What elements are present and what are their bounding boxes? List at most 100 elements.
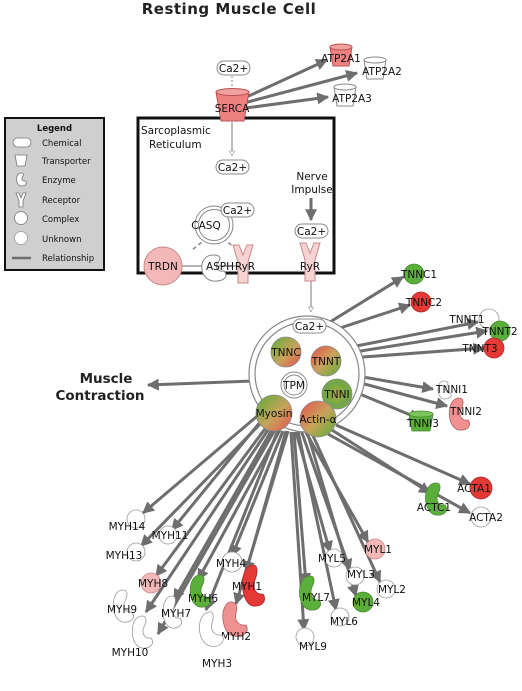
node-tnnt[interactable]: TNNT bbox=[310, 345, 342, 377]
node-myh14-label: MYH14 bbox=[109, 521, 146, 533]
node-atp2a3[interactable]: ATP2A3 bbox=[332, 83, 372, 107]
nerve-label-line1: Nerve bbox=[296, 171, 327, 183]
node-asph[interactable]: ASPH bbox=[201, 254, 234, 282]
node-tnni2-label: TNNI2 bbox=[449, 406, 482, 418]
node-casq-label: CASQ bbox=[191, 220, 220, 232]
node-asph-label: ASPH bbox=[206, 261, 234, 273]
node-ca-complex[interactable]: Ca2+ bbox=[292, 318, 327, 334]
edge-myh7 bbox=[172, 425, 276, 602]
node-myl9[interactable]: MYL9 bbox=[295, 627, 327, 653]
node-tnnt3-label: TNNT3 bbox=[461, 343, 497, 355]
node-myl7[interactable]: MYL7 bbox=[299, 575, 331, 611]
edge-myh10 bbox=[144, 423, 274, 613]
node-myl4[interactable]: MYL4 bbox=[352, 591, 380, 613]
node-myl2[interactable]: MYL2 bbox=[376, 579, 406, 599]
node-myosin[interactable]: Myosin bbox=[255, 394, 293, 432]
node-acta1[interactable]: ACTA1 bbox=[457, 476, 493, 500]
edge-serca-atp2a3 bbox=[245, 92, 330, 110]
node-myh7-label: MYH7 bbox=[161, 608, 191, 620]
edge-serca-atp2a1 bbox=[239, 58, 329, 102]
legend-item-unknown: Unknown bbox=[42, 235, 81, 245]
node-myh2[interactable]: MYH2 bbox=[221, 601, 251, 643]
node-myh3-label: MYH3 bbox=[202, 658, 232, 670]
node-myh6[interactable]: MYH6 bbox=[188, 574, 218, 608]
edge-tnnt2 bbox=[347, 326, 489, 355]
legend-item-receptor: Receptor bbox=[42, 196, 81, 206]
node-tnni[interactable]: TNNI bbox=[321, 378, 353, 410]
node-atp2a1[interactable]: ATP2A1 bbox=[321, 43, 361, 67]
legend-enzyme-icon bbox=[16, 172, 27, 187]
node-myh3[interactable]: MYH3 bbox=[198, 611, 232, 670]
node-tnnt3[interactable]: TNNT3 bbox=[461, 337, 505, 359]
node-myh1-label: MYH1 bbox=[232, 581, 262, 593]
edge-serca-atp2a2 bbox=[243, 69, 359, 105]
node-myl4-label: MYL4 bbox=[352, 597, 380, 609]
node-myh10[interactable]: MYH10 bbox=[112, 615, 153, 659]
legend-item-enzyme: Enzyme bbox=[42, 176, 76, 186]
node-myh8-label: MYH8 bbox=[138, 578, 168, 590]
edge-tnni1 bbox=[356, 374, 435, 394]
edge-tnni2 bbox=[356, 380, 449, 410]
node-tnnc2-label: TNNC2 bbox=[405, 297, 442, 309]
node-myl7-label: MYL7 bbox=[302, 592, 330, 604]
node-trdn[interactable]: TRDN bbox=[143, 246, 183, 286]
legend-item-chemical: Chemical bbox=[42, 139, 81, 149]
node-myh8[interactable]: MYH8 bbox=[138, 572, 168, 594]
node-serca[interactable]: SERCA bbox=[215, 88, 250, 122]
node-myl1[interactable]: MYL1 bbox=[364, 538, 392, 560]
node-actin-label: Actin-α bbox=[299, 414, 336, 426]
node-myh11-label: MYH11 bbox=[152, 530, 189, 542]
node-tnnc[interactable]: TNNC bbox=[270, 336, 302, 368]
node-ca-sr[interactable]: Ca2+ bbox=[215, 159, 250, 175]
node-myh4[interactable]: MYH4 bbox=[216, 551, 246, 573]
nerve-label-line2: Impulse bbox=[291, 184, 333, 196]
node-ryr-out-label: RyR bbox=[300, 261, 320, 273]
node-tnnt2[interactable]: TNNT2 bbox=[481, 320, 518, 342]
node-myl6[interactable]: MYL6 bbox=[330, 607, 358, 628]
node-atp2a2[interactable]: ATP2A2 bbox=[362, 56, 402, 80]
node-casq-ca[interactable]: Ca2+ bbox=[220, 202, 255, 218]
node-tnni-label: TNNI bbox=[323, 389, 349, 401]
edge-myh4 bbox=[230, 430, 285, 558]
edge-myl4 bbox=[304, 427, 359, 598]
edge-myh9 bbox=[156, 427, 278, 636]
node-ca-complex-label: Ca2+ bbox=[295, 321, 324, 333]
legend-title: Legend bbox=[37, 124, 72, 134]
node-myh7[interactable]: MYH7 bbox=[161, 595, 191, 629]
node-atp2a2-label: ATP2A2 bbox=[362, 66, 402, 78]
legend-complex-icon bbox=[14, 211, 28, 225]
legend-chemical-icon bbox=[12, 137, 32, 148]
node-myh11[interactable]: MYH11 bbox=[152, 525, 189, 545]
node-tnni1[interactable]: TNNI1 bbox=[435, 380, 468, 400]
node-ca-nerve[interactable]: Ca2+ bbox=[294, 223, 329, 239]
node-ryr-out[interactable]: RyR bbox=[299, 242, 321, 282]
node-ca-top[interactable]: Ca2+ bbox=[216, 60, 251, 76]
node-myh13[interactable]: MYH13 bbox=[106, 542, 146, 562]
node-actin[interactable]: Actin-α bbox=[299, 400, 337, 438]
node-acta1-label: ACTA1 bbox=[457, 483, 491, 495]
node-ryr-in[interactable]: RyR bbox=[232, 244, 255, 284]
node-tnnc1-label: TNNC1 bbox=[400, 269, 437, 281]
node-acta2[interactable]: ACTA2 bbox=[469, 506, 503, 528]
node-actc1-label: ACTC1 bbox=[417, 502, 451, 514]
node-trdn-label: TRDN bbox=[147, 261, 178, 273]
node-casq-ca-label: Ca2+ bbox=[223, 205, 252, 217]
node-myh9[interactable]: MYH9 bbox=[107, 589, 137, 623]
node-myh1[interactable]: MYH1 bbox=[232, 564, 265, 607]
legend: Legend Chemical Transporter Enzyme Recep… bbox=[4, 117, 105, 271]
node-actc1[interactable]: ACTC1 bbox=[417, 482, 451, 516]
node-tnni2[interactable]: TNNI2 bbox=[448, 397, 482, 431]
muscle-contraction-line1: Muscle bbox=[80, 371, 133, 387]
node-tnnc2[interactable]: TNNC2 bbox=[405, 291, 442, 313]
node-ca-nerve-label: Ca2+ bbox=[297, 226, 326, 238]
node-tnni3[interactable]: TNNI3 bbox=[406, 410, 439, 432]
sr-label-line1: Sarcoplasmic bbox=[141, 125, 211, 137]
node-myl3[interactable]: MYL3 bbox=[345, 566, 375, 586]
node-tpm[interactable]: TPM bbox=[280, 371, 308, 399]
node-tnnc1[interactable]: TNNC1 bbox=[400, 263, 437, 285]
edge-myh6 bbox=[196, 429, 282, 582]
node-myl5[interactable]: MYL5 bbox=[318, 548, 346, 568]
legend-item-complex: Complex bbox=[42, 215, 79, 225]
node-myh14[interactable]: MYH14 bbox=[109, 509, 146, 533]
